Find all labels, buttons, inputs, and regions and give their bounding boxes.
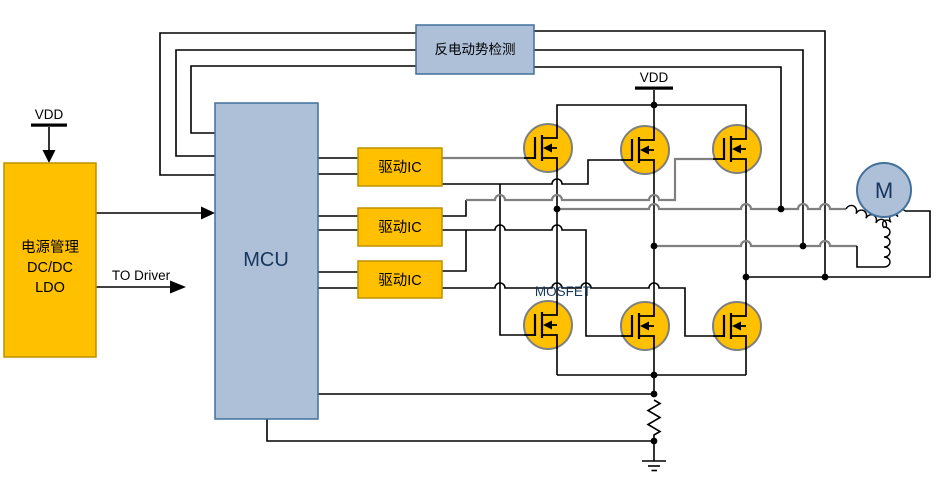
mcu-label: MCU bbox=[243, 249, 289, 271]
power-management-block: 电源管理 DC/DC LDO bbox=[3, 162, 97, 358]
mosfet-group-label: MOSFET bbox=[535, 284, 591, 299]
mcu-block: MCU bbox=[214, 102, 319, 420]
phase-wires bbox=[557, 202, 931, 278]
mosfet-q1-high-icon bbox=[522, 122, 574, 174]
power-label-line1: 电源管理 bbox=[21, 239, 79, 256]
mosfet-q5-low-icon bbox=[619, 300, 671, 352]
to-driver-arrow bbox=[96, 280, 186, 294]
mosfet-q4-low-icon bbox=[522, 299, 574, 351]
to-driver-label: TO Driver bbox=[112, 268, 171, 283]
junction-dots bbox=[553, 101, 829, 445]
mosfet-q6-low-icon bbox=[711, 300, 763, 352]
current-sense-wires bbox=[266, 393, 666, 472]
motor-label: M bbox=[875, 178, 893, 203]
driver-ic-1-label: 驱动IC bbox=[378, 159, 422, 176]
mcu-driver-wires bbox=[318, 157, 358, 289]
vdd-left-supply bbox=[31, 123, 67, 163]
bemf-label: 反电动势检测 bbox=[435, 42, 516, 57]
power-label-line2: DC/DC bbox=[27, 260, 73, 276]
driver-ic-1-block: 驱动IC bbox=[357, 147, 443, 187]
power-label-line3: LDO bbox=[35, 280, 65, 296]
back-emf-detect-block: 反电动势检测 bbox=[415, 24, 535, 75]
driver-ic-3-block: 驱动IC bbox=[357, 260, 443, 299]
driver-ic-2-block: 驱动IC bbox=[357, 207, 443, 247]
motor-block: M bbox=[856, 162, 912, 218]
mosfet-q3-high-icon bbox=[711, 123, 763, 175]
gate-drive-wires bbox=[442, 156, 713, 337]
bemf-feedback-wires-left bbox=[159, 32, 416, 176]
driver-ic-2-label: 驱动IC bbox=[378, 219, 422, 236]
bemf-sense-wires-right bbox=[534, 30, 826, 277]
shunt-resistor-icon bbox=[646, 399, 662, 441]
mosfet-q2-high-icon bbox=[619, 124, 671, 176]
ground-icon bbox=[642, 460, 666, 472]
vdd-left-label: VDD bbox=[35, 107, 64, 122]
driver-ic-3-label: 驱动IC bbox=[378, 272, 422, 289]
power-to-mcu-arrow bbox=[96, 206, 215, 220]
vdd-right-label: VDD bbox=[640, 70, 669, 85]
